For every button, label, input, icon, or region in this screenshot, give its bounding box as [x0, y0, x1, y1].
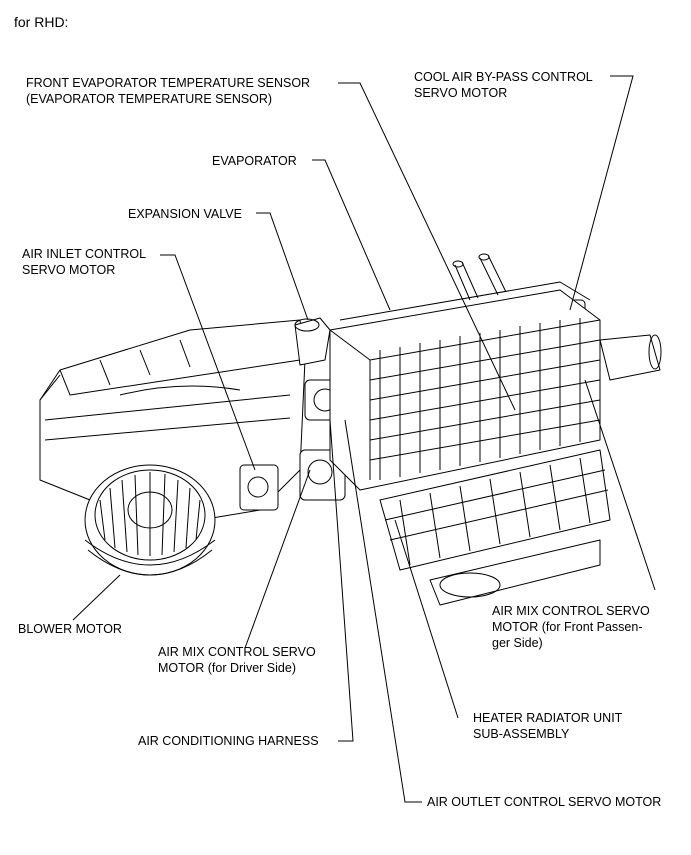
leader-air-mix-driver: [244, 469, 311, 649]
label-air-mix-passenger-line1: AIR MIX CONTROL SERVO: [492, 604, 650, 618]
label-air-outlet-servo: AIR OUTLET CONTROL SERVO MOTOR: [427, 795, 662, 809]
leader-evaporator: [312, 159, 391, 311]
label-evaporator: EVAPORATOR: [212, 154, 297, 168]
label-front-evap-sensor-line2: (EVAPORATOR TEMPERATURE SENSOR): [26, 92, 273, 106]
label-cool-air-bypass-line1: COOL AIR BY-PASS CONTROL: [414, 70, 593, 84]
label-blower-motor: BLOWER MOTOR: [18, 622, 122, 636]
leader-harness: [329, 419, 354, 742]
blower-motor-drawing: [84, 464, 216, 576]
label-heater-radiator-line2: SUB-ASSEMBLY: [473, 727, 570, 741]
label-heater-radiator-line1: HEATER RADIATOR UNIT: [473, 711, 623, 725]
leader-air-outlet: [344, 419, 422, 803]
refrigerant-pipes: [294, 253, 507, 366]
label-air-mix-passenger-line2: MOTOR (for Front Passen-: [492, 620, 643, 634]
leader-heater-radiator: [394, 519, 459, 719]
outlet-duct-drawing: [599, 334, 662, 381]
leader-cool-air-bypass: [569, 75, 634, 311]
label-front-evap-sensor-line1: FRONT EVAPORATOR TEMPERATURE SENSOR: [26, 76, 311, 90]
leader-air-mix-passenger: [584, 379, 656, 591]
leader-front-evap-sensor: [338, 82, 516, 411]
label-air-inlet-line2: SERVO MOTOR: [22, 263, 116, 277]
blower-housing: [39, 319, 306, 521]
label-cool-air-bypass-line2: SERVO MOTOR: [414, 86, 508, 100]
leader-lines: [72, 75, 656, 803]
label-ac-harness: AIR CONDITIONING HARNESS: [138, 734, 319, 748]
label-air-mix-passenger-line3: ger Side): [492, 636, 543, 650]
label-expansion-valve: EXPANSION VALVE: [128, 207, 242, 221]
label-air-mix-driver-line1: AIR MIX CONTROL SERVO: [158, 645, 316, 659]
leader-air-inlet: [160, 254, 256, 471]
evaporator-core-drawing: [329, 281, 601, 491]
heater-radiator-drawing: [379, 449, 611, 606]
label-air-mix-driver-line2: MOTOR (for Driver Side): [158, 661, 296, 675]
page-header: for RHD:: [14, 14, 69, 30]
leader-expansion-valve: [256, 212, 309, 321]
leader-blower-motor: [72, 574, 121, 621]
label-air-inlet-line1: AIR INLET CONTROL: [22, 247, 147, 261]
